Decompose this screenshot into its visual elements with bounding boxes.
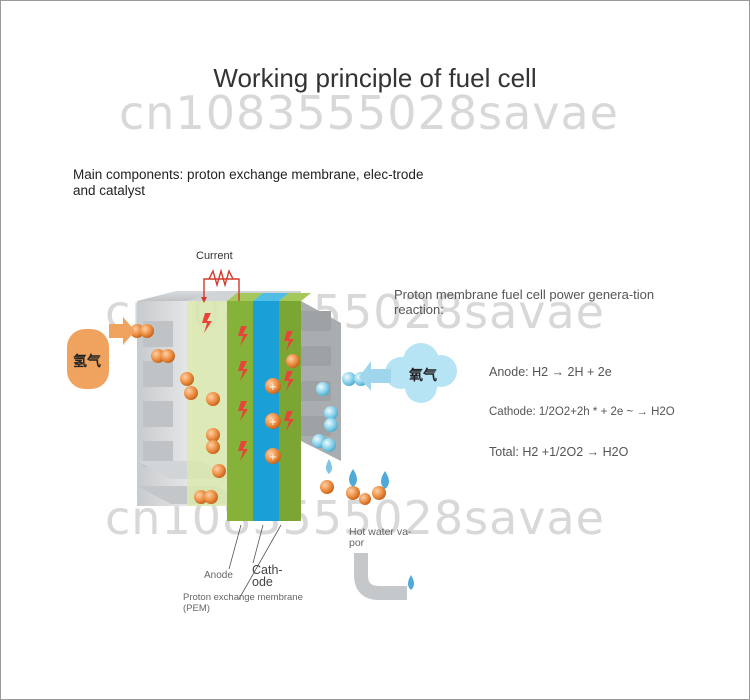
hot-water-vapor-label: Hot water va-por	[349, 526, 412, 549]
water-products	[320, 459, 389, 505]
svg-text:+: +	[269, 417, 277, 428]
hydrogen-inlet	[67, 317, 135, 389]
oxygen-label: 氧气	[409, 367, 437, 383]
anode-label: Anode	[204, 570, 233, 581]
current-label: Current	[196, 250, 233, 262]
anode-equation: Anode: H2 → 2H + 2e	[489, 365, 612, 379]
anode-diffusion-layer	[187, 301, 227, 506]
pem-label: Proton exchange membrane (PEM)	[183, 592, 303, 614]
protons: + + +	[265, 354, 300, 464]
proton-exchange-membrane	[253, 293, 289, 521]
page-title: Working principle of fuel cell	[213, 63, 537, 93]
svg-text:+: +	[269, 382, 277, 393]
cathode-label: Cath-ode	[252, 563, 283, 589]
hydrogen-molecules	[130, 324, 226, 504]
intro-text: Main components: proton exchange membran…	[73, 167, 424, 198]
total-equation: Total: H2 +1/2O2 → H2O	[489, 445, 629, 459]
hot-water-outlet	[354, 553, 414, 600]
electron-markers	[202, 313, 294, 461]
hydrogen-label: 氢气	[73, 353, 101, 369]
leader-lines	[228, 524, 282, 600]
cathode-equation: Cathode: 1/2O2+2h * + 2e ~ → H2O	[489, 406, 675, 418]
current-circuit	[201, 268, 240, 303]
reaction-title: Proton membrane fuel cell power genera-t…	[394, 287, 655, 317]
oxygen-inlet	[359, 343, 457, 403]
watermark: cn1083555028savae	[119, 86, 619, 140]
svg-text:+: +	[269, 452, 277, 463]
